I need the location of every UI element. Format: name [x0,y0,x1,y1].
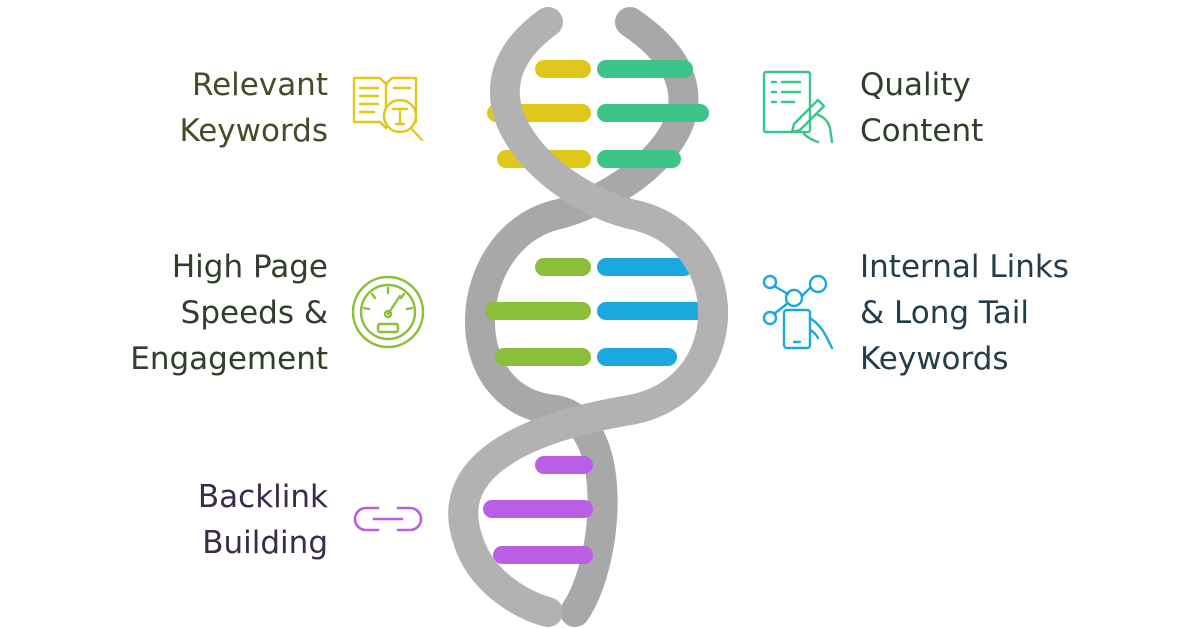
rung-blue-2 [597,302,709,320]
quality-content-line1: Quality [860,67,971,103]
label-internal-links: Internal Links & Long Tail Keywords [860,244,1069,382]
rung-lime-2 [485,302,591,320]
helix-strand-back [465,7,699,627]
rung-blue-3 [597,348,677,366]
internal-links-line2: & Long Tail [860,295,1029,331]
helix-strand-front [448,7,729,627]
page-speed-line1: High Page [171,249,328,285]
rung-yellow-1 [535,60,591,78]
label-quality-content: Quality Content [860,62,983,154]
network-phone-icon [760,272,840,352]
link-icon [348,478,428,558]
base-pairs-middle [485,258,709,366]
rung-purple-2 [483,500,593,518]
quality-content-line2: Content [860,113,984,149]
label-relevant-keywords: Relevant Keywords [179,62,328,154]
internal-links-line1: Internal Links [860,249,1069,285]
page-speed-line3: Engagement [130,341,328,377]
rung-lime-3 [495,348,591,366]
label-page-speed: High Page Speeds & Engagement [130,244,328,382]
book-search-icon [348,66,428,146]
backlink-line2: Building [202,525,328,561]
rung-green-2 [597,104,709,122]
rung-green-3 [597,150,681,168]
relevant-keywords-line1: Relevant [191,67,328,103]
base-pairs-bottom [483,456,593,564]
label-backlink: Backlink Building [198,474,328,566]
speedometer-icon [348,272,428,352]
page-speed-line2: Speeds & [180,295,328,331]
internal-links-line3: Keywords [860,341,1009,377]
rung-lime-1 [535,258,591,276]
backlink-line1: Backlink [197,479,328,515]
rung-purple-3 [493,546,593,564]
rung-purple-1 [535,456,593,474]
rung-green-1 [597,60,693,78]
relevant-keywords-line2: Keywords [179,113,328,149]
rung-blue-1 [597,258,693,276]
document-writing-icon [760,66,840,146]
